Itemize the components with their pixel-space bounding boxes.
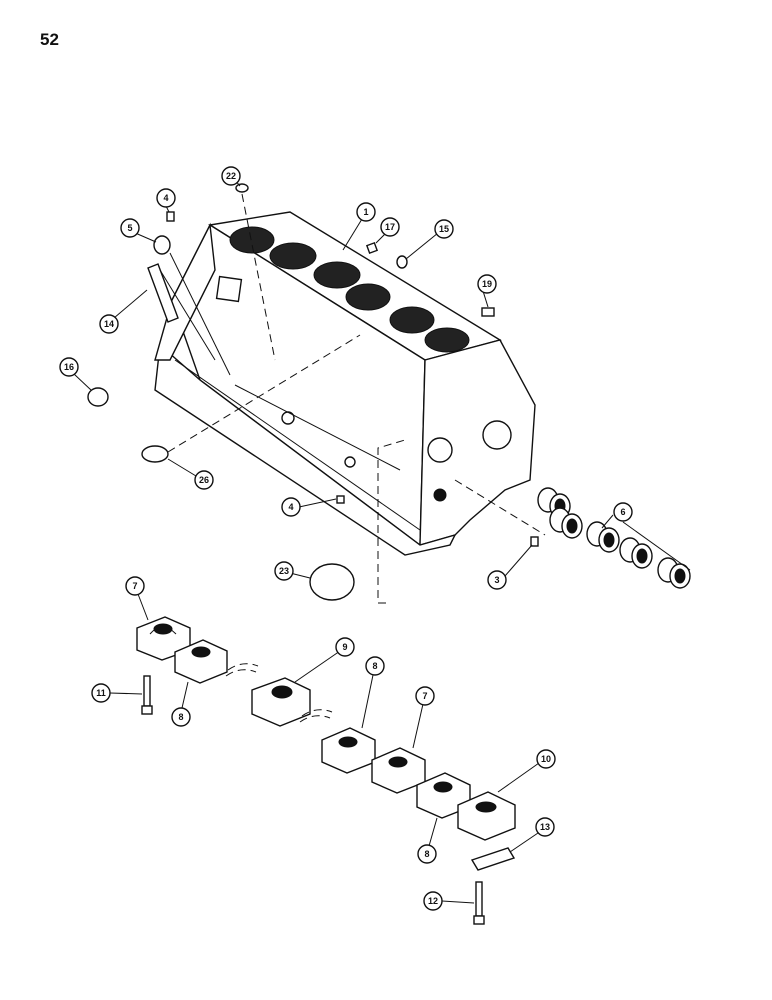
- callout-7-right: 7: [415, 686, 435, 706]
- callout-15: 15: [434, 219, 454, 239]
- part-22-plug: [235, 183, 249, 193]
- bearing-cap-8b: [321, 727, 376, 774]
- svg-text:5: 5: [127, 223, 132, 233]
- svg-text:6: 6: [620, 507, 625, 517]
- cylinder-block: [154, 211, 536, 556]
- svg-text:12: 12: [428, 896, 438, 906]
- callout-4-lower: 4: [281, 497, 301, 517]
- block-oil-rail: [154, 343, 457, 556]
- svg-text:22: 22: [226, 171, 236, 181]
- page-number: 52: [40, 30, 59, 49]
- callout-11: 11: [91, 683, 111, 703]
- block-edge: [234, 384, 401, 471]
- callout-6: 6: [613, 502, 633, 522]
- callout-8-right: 8: [417, 844, 437, 864]
- part-19-fitting: [481, 307, 495, 317]
- svg-text:3: 3: [494, 575, 499, 585]
- part-26-gasket: [141, 445, 169, 463]
- bearing-cap-10: [457, 791, 516, 841]
- part-4-plug-lower: [336, 495, 345, 504]
- callout-8-middle: 8: [365, 656, 385, 676]
- callout-19: 19: [477, 274, 497, 294]
- part-3-plug: [530, 536, 539, 547]
- cap-bolt-12: [473, 881, 485, 925]
- svg-text:9: 9: [342, 642, 347, 652]
- callout-5: 5: [120, 218, 140, 238]
- cylinder-bore-2: [269, 242, 317, 270]
- svg-text:8: 8: [424, 849, 429, 859]
- svg-text:23: 23: [279, 566, 289, 576]
- block-edge: [174, 359, 421, 531]
- callout-7: 7: [125, 576, 145, 596]
- cylinder-bore-3: [313, 261, 361, 289]
- svg-text:13: 13: [540, 822, 550, 832]
- svg-text:1: 1: [363, 207, 368, 217]
- cylinder-bore-4: [345, 283, 391, 311]
- part-4-plug: [166, 211, 175, 222]
- block-rear-flange: [154, 222, 216, 361]
- cylinder-bore-5: [389, 306, 435, 334]
- svg-text:4: 4: [288, 502, 293, 512]
- callout-17: 17: [380, 217, 400, 237]
- leader-lines: [73, 177, 691, 904]
- thrust-washer: [227, 663, 259, 671]
- block-bore-end: [427, 437, 453, 463]
- bearing-cap-8a: [174, 639, 228, 684]
- svg-text:15: 15: [439, 224, 449, 234]
- svg-text:11: 11: [96, 688, 106, 698]
- callout-4: 4: [156, 188, 176, 208]
- cam-bearing: [619, 537, 653, 569]
- part-14-tube: [147, 263, 179, 323]
- cam-bearing: [549, 507, 583, 539]
- svg-text:19: 19: [482, 279, 492, 289]
- thrust-washer: [301, 709, 333, 717]
- block-port: [344, 456, 356, 468]
- thrust-washer: [225, 669, 257, 677]
- callout-9: 9: [335, 637, 355, 657]
- cam-bearing: [537, 487, 571, 519]
- svg-text:8: 8: [178, 712, 183, 722]
- block-hole: [433, 488, 447, 502]
- callout-14: 14: [99, 314, 119, 334]
- part-17-plug: [365, 241, 379, 255]
- callout-10: 10: [536, 749, 556, 769]
- bearing-cap-9: [251, 677, 311, 727]
- callout-16: 16: [59, 357, 79, 377]
- thrust-washer: [299, 715, 331, 723]
- part-15-plug: [396, 255, 408, 269]
- callout-22: 22: [221, 166, 241, 186]
- block-bore-end: [482, 420, 512, 450]
- assembly-lines: [159, 193, 546, 604]
- callout-12: 12: [423, 891, 443, 911]
- part-13-plate: [470, 847, 516, 871]
- svg-text:8: 8: [372, 661, 377, 671]
- part-23-expansion-plug: [309, 563, 355, 601]
- block-plate: [215, 275, 243, 303]
- main-bearing-caps: [136, 616, 516, 841]
- cylinder-bore-1: [229, 226, 275, 254]
- svg-text:4: 4: [163, 193, 168, 203]
- camshaft-bearings: [537, 487, 691, 589]
- svg-text:26: 26: [199, 475, 209, 485]
- callout-8-left: 8: [171, 707, 191, 727]
- svg-text:7: 7: [422, 691, 427, 701]
- callout-13: 13: [535, 817, 555, 837]
- svg-text:7: 7: [132, 581, 137, 591]
- part-16-cup-plug: [87, 387, 109, 407]
- svg-text:14: 14: [104, 319, 114, 329]
- part-5-plug: [153, 235, 171, 255]
- cylinder-bore-6: [424, 327, 470, 353]
- svg-text:16: 16: [64, 362, 74, 372]
- block-port: [281, 411, 295, 425]
- callout-3: 3: [487, 570, 507, 590]
- cap-bolt-11: [141, 675, 153, 715]
- callout-26: 26: [194, 470, 214, 490]
- callout-1: 1: [356, 202, 376, 222]
- bearing-cap-7a: [136, 616, 191, 661]
- callout-23: 23: [274, 561, 294, 581]
- cam-bearing: [657, 557, 691, 589]
- svg-text:17: 17: [385, 222, 395, 232]
- svg-text:10: 10: [541, 754, 551, 764]
